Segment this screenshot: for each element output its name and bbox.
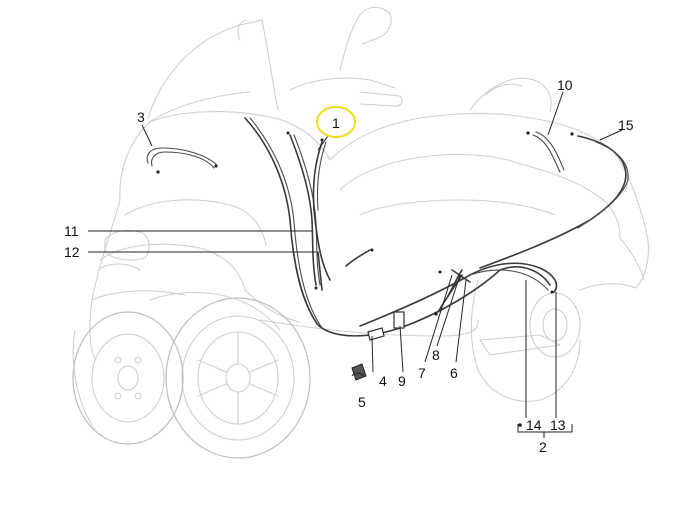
callout-3[interactable]: 3: [137, 109, 145, 125]
callout-14[interactable]: 14: [526, 417, 542, 433]
callout-6[interactable]: 6: [450, 365, 458, 381]
callout-15[interactable]: 15: [618, 117, 634, 133]
callout-5[interactable]: 5: [358, 394, 366, 410]
callout-12[interactable]: 12: [64, 244, 80, 260]
bullet-14: [518, 423, 522, 427]
callout-4[interactable]: 4: [379, 373, 387, 389]
callout-8[interactable]: 8: [432, 347, 440, 363]
callout-2[interactable]: 2: [539, 439, 547, 455]
callout-9[interactable]: 9: [398, 373, 406, 389]
highlight-circle: [315, 105, 357, 139]
scooter-outline: [72, 6, 649, 459]
callout-1[interactable]: 1: [332, 115, 340, 131]
callout-13[interactable]: 13: [550, 417, 566, 433]
leader-lines: [88, 91, 623, 438]
callout-11[interactable]: 11: [64, 223, 79, 239]
callout-labels: 1 3 10 15 11 12 4 5 9 7 8 6 14 13 2: [64, 77, 634, 455]
callout-7[interactable]: 7: [418, 365, 426, 381]
callout-10[interactable]: 10: [557, 77, 573, 93]
cables: [146, 117, 629, 381]
